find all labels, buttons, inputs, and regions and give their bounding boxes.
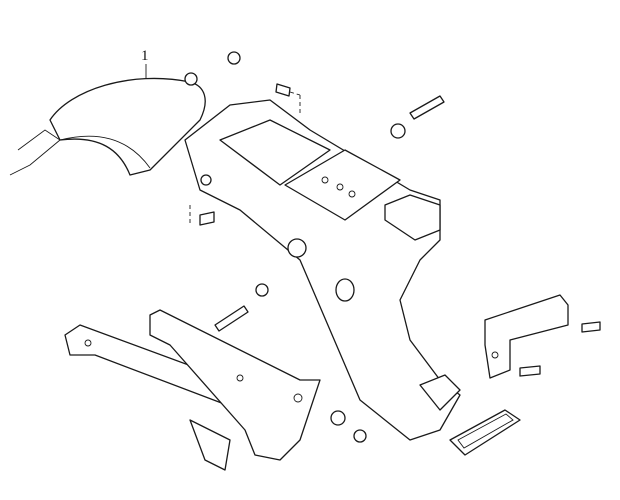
- rear-mudguard-body: [184, 99, 461, 441]
- reflector: [449, 409, 521, 456]
- support-brackets: [64, 309, 321, 471]
- hardware-fasteners: [184, 51, 601, 443]
- front-fender-part: [9, 64, 206, 176]
- license-plate-bracket: [484, 294, 569, 379]
- callout-1-label: 1: [141, 48, 149, 64]
